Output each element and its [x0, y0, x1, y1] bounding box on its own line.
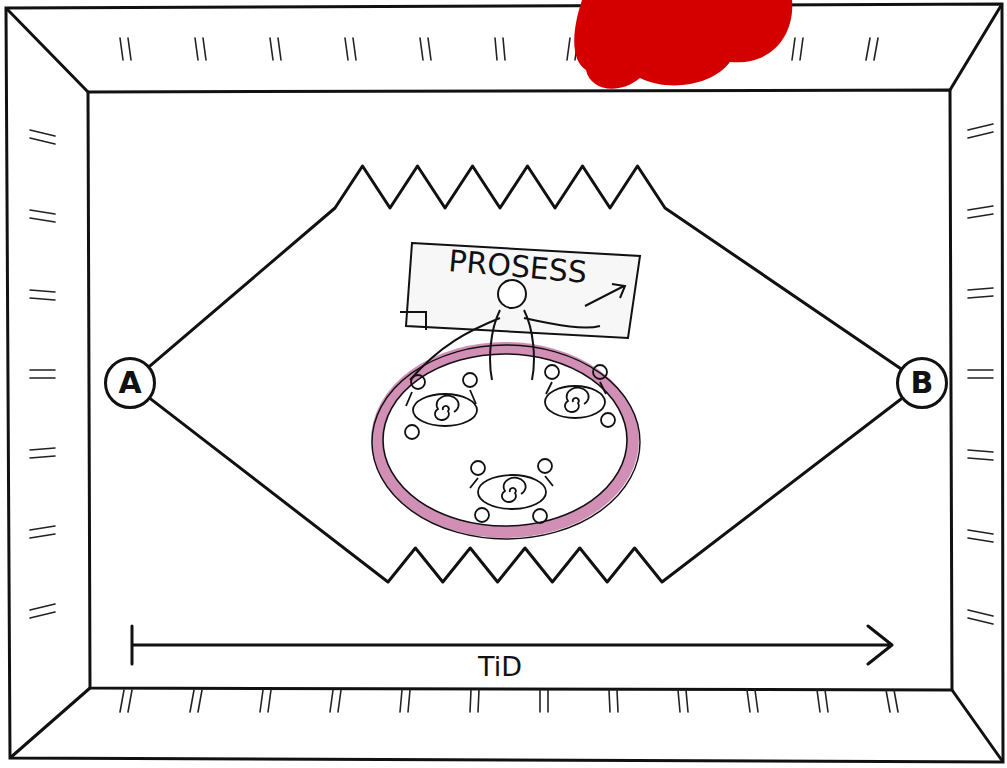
work-groups [405, 365, 615, 523]
letter-circle: A [104, 357, 156, 409]
node-letter: A [118, 368, 141, 398]
frame-inner [88, 90, 952, 690]
zigzag-path [151, 399, 902, 582]
ring-outline [372, 345, 640, 539]
letter-circle: B [896, 357, 948, 409]
ring-outline [383, 354, 627, 526]
facilitator [410, 280, 600, 380]
red-blob [574, 0, 792, 89]
frame-outer [6, 4, 1003, 762]
chart-title: PROSESS [447, 246, 588, 288]
zigzag-path [150, 166, 901, 368]
flip-chart [406, 243, 640, 338]
frame-hatching [30, 38, 993, 712]
frame-corners [6, 4, 1003, 762]
group-ring [377, 348, 633, 532]
node-letter: B [911, 368, 934, 398]
axis-label: TiD [478, 653, 522, 680]
